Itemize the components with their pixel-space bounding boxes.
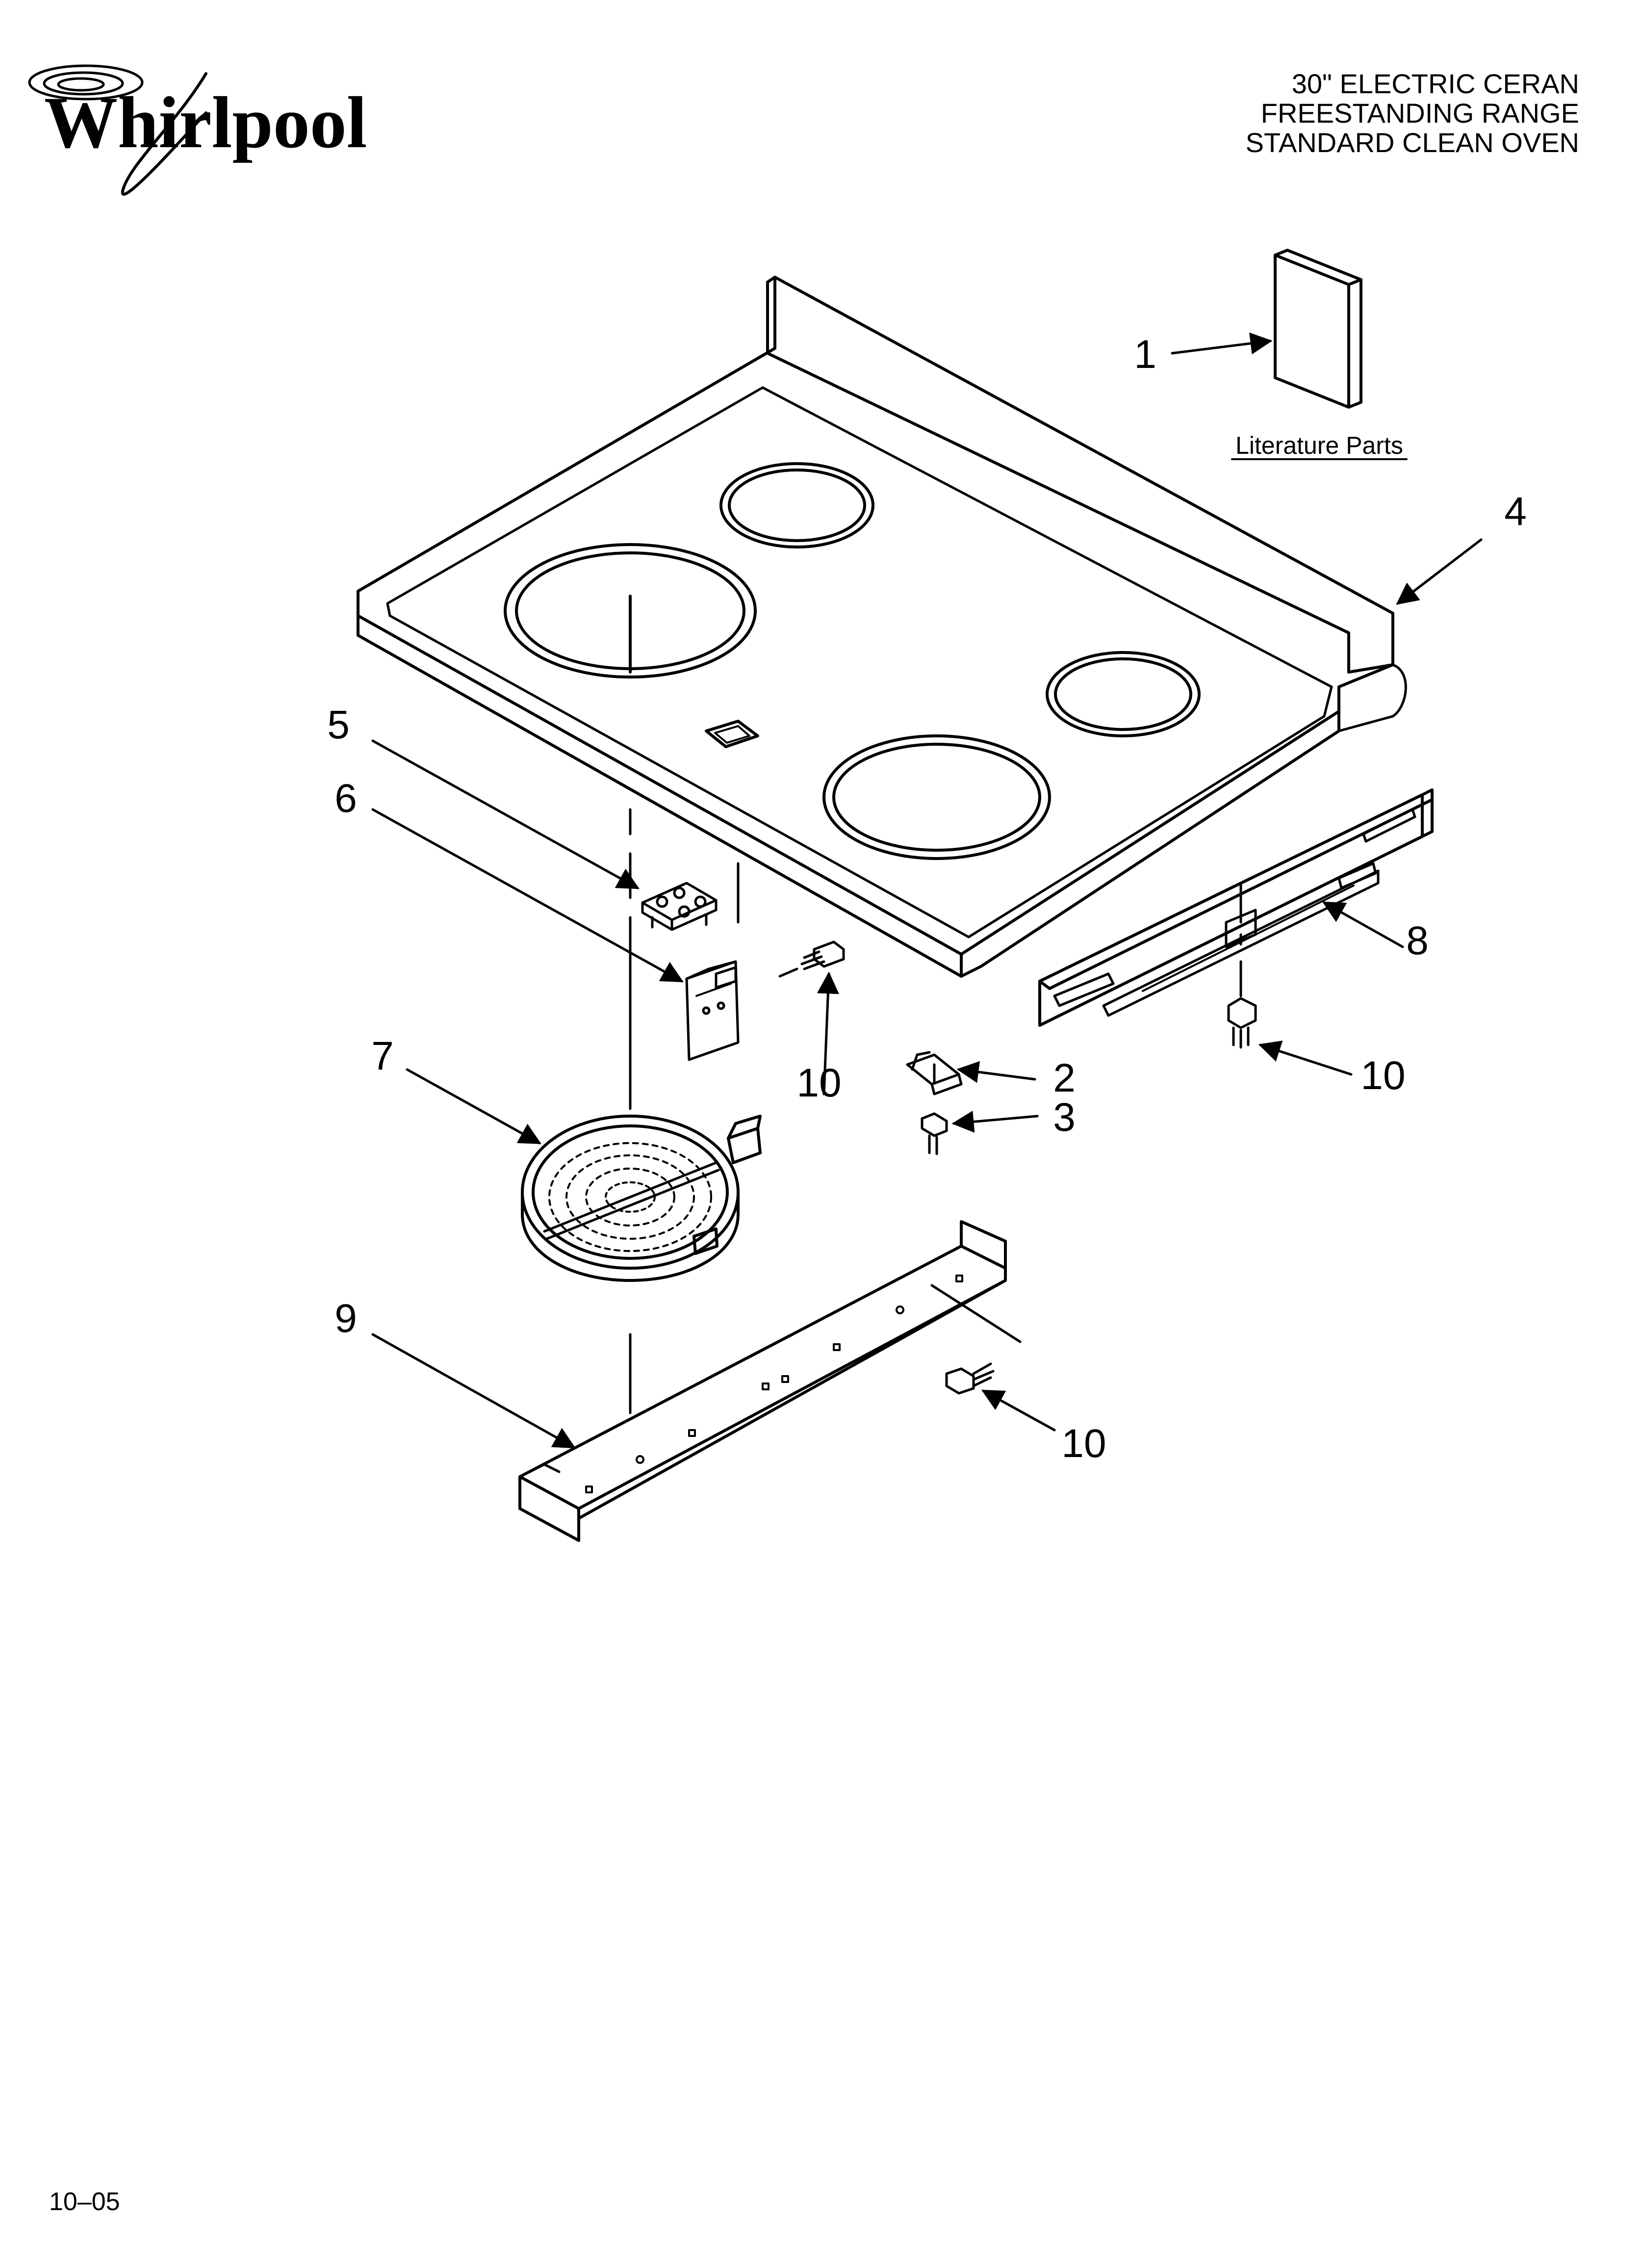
screw-icon [945, 1362, 995, 1395]
limiter-switch [641, 882, 718, 931]
callout-7: 7 [371, 1034, 394, 1078]
header-line-3: STANDARD CLEAN OVEN [1246, 127, 1579, 158]
rear-support-bracket [1038, 788, 1434, 1027]
header-line-2: FREESTANDING RANGE [1261, 98, 1579, 129]
callout-2: 2 [1053, 1056, 1076, 1100]
alignment-lines [629, 808, 1242, 1414]
literature-booklet [1274, 249, 1362, 409]
callout-9: 9 [334, 1296, 357, 1341]
radiant-surface-element [521, 1115, 762, 1282]
front-support-bar [518, 1220, 1007, 1542]
screw-icon [921, 1112, 948, 1155]
burner-rear-right-outer [1046, 651, 1201, 737]
header-line-1: 30" ELECTRIC CERAN [1292, 68, 1579, 99]
burner-front-left-outer [504, 543, 757, 678]
callout-4: 4 [1504, 489, 1527, 534]
callout-1: 1 [1134, 332, 1156, 377]
burner-rear-left-outer [719, 462, 874, 548]
burner-rear-left-inner [728, 469, 866, 542]
screw-icon [800, 940, 845, 970]
callout-5: 5 [327, 703, 350, 747]
cooktop-main-top [357, 276, 1407, 978]
callout-10-c: 10 [1061, 1421, 1106, 1466]
whirlpool-logo: Whirlpool [28, 64, 367, 196]
callout-10-b: 10 [1360, 1053, 1405, 1098]
leader-lines [371, 332, 1483, 1449]
screw-icon [1227, 997, 1257, 1049]
footer-revision-code: 10–05 [49, 2188, 120, 2216]
callout-3: 3 [1053, 1095, 1076, 1140]
hot-surface-indicator [705, 720, 759, 748]
literature-parts-label: Literature Parts [1235, 432, 1403, 459]
brand-wordmark: Whirlpool [44, 82, 367, 163]
callout-6: 6 [334, 776, 357, 821]
swirl-icon [28, 64, 207, 196]
burner-front-right-inner [832, 743, 1041, 852]
burner-front-right-outer [822, 734, 1051, 860]
switch-bracket [685, 960, 740, 1061]
callout-8: 8 [1406, 918, 1429, 963]
burner-rear-right-inner [1054, 657, 1192, 731]
callout-10-a: 10 [796, 1061, 841, 1105]
burner-rings [504, 462, 1201, 860]
